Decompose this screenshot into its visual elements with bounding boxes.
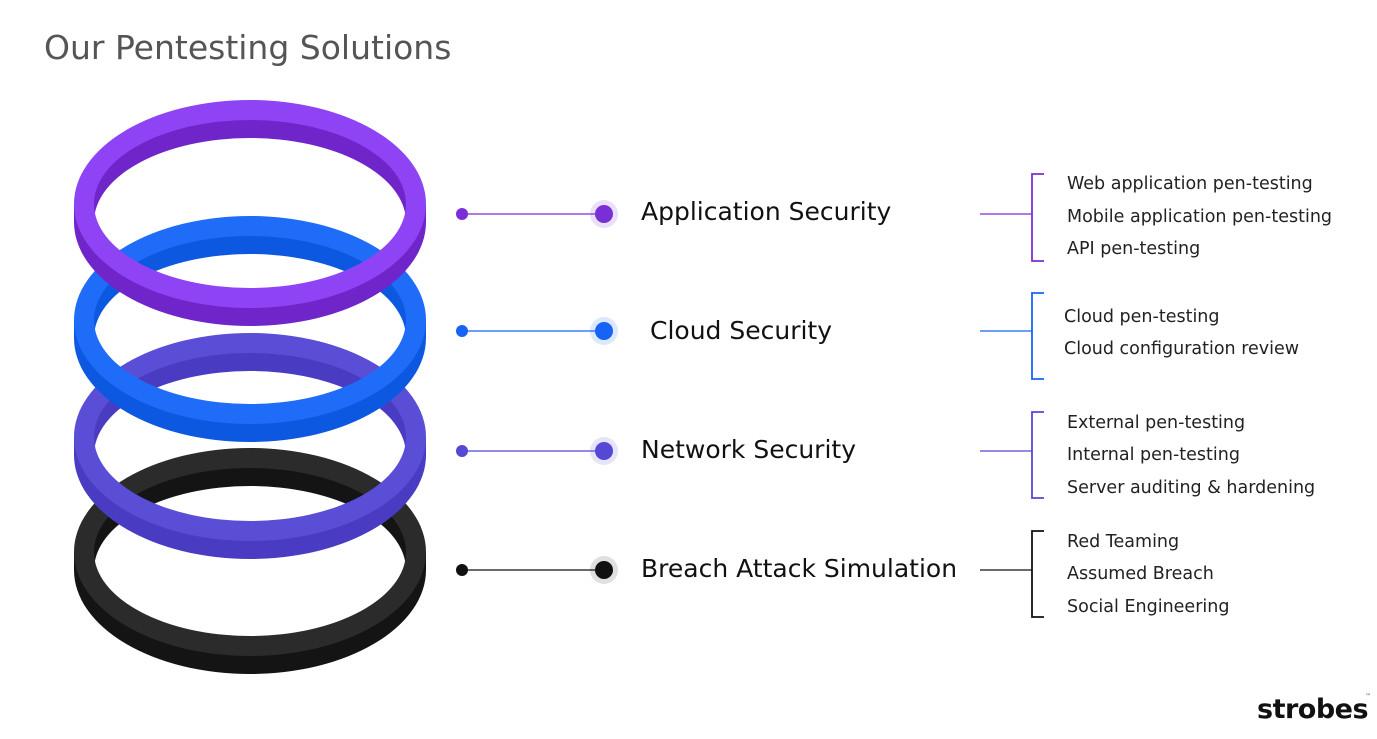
cloud-security-title: Cloud Security xyxy=(650,316,833,345)
network-ring xyxy=(74,333,426,559)
breach-attack-simulation-title: Breach Attack Simulation xyxy=(641,554,958,583)
page-title: Our Pentesting Solutions xyxy=(44,28,452,67)
breach-item-assumed-breach: Assumed Breach xyxy=(1067,564,1214,584)
network-item-server-auditing: Server auditing & hardening xyxy=(1067,478,1316,498)
application-item-mobile: Mobile application pen-testing xyxy=(1067,207,1333,227)
breach-ring xyxy=(74,448,426,674)
breach-item-red-teaming: Red Teaming xyxy=(1067,532,1180,552)
application-item-api: API pen-testing xyxy=(1067,239,1201,259)
strobes-logo: strobes xyxy=(1257,694,1369,725)
application-item-web: Web application pen-testing xyxy=(1067,174,1313,194)
network-item-internal: Internal pen-testing xyxy=(1067,445,1240,465)
network-item-external: External pen-testing xyxy=(1067,413,1246,433)
breach-connector xyxy=(456,530,1044,618)
trademark-mark: ™ xyxy=(1365,693,1371,700)
cloud-connector xyxy=(456,292,1044,380)
cloud-item-pentesting: Cloud pen-testing xyxy=(1064,307,1220,327)
cloud-item-config-review: Cloud configuration review xyxy=(1064,339,1300,359)
application-connector xyxy=(456,173,1044,262)
network-security-title: Network Security xyxy=(641,435,856,464)
cloud-ring xyxy=(74,216,426,442)
application-security-title: Application Security xyxy=(641,197,892,226)
breach-item-social-engineering: Social Engineering xyxy=(1067,597,1230,617)
application-ring xyxy=(74,100,426,326)
stacked-rings-illustration xyxy=(74,100,426,674)
network-connector xyxy=(456,411,1044,499)
